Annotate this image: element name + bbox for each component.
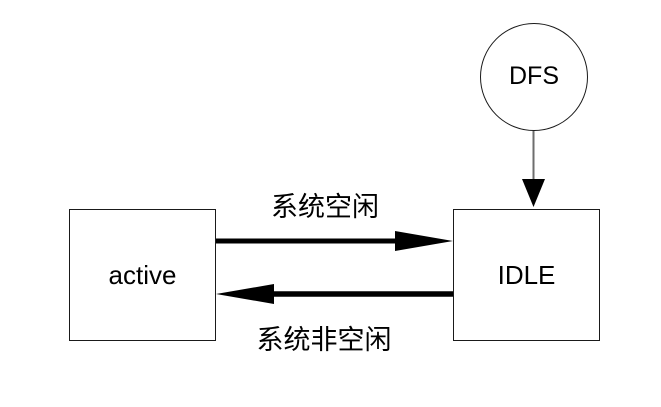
edge-dfs-to-idle-arrow bbox=[522, 131, 545, 207]
node-dfs-label: DFS bbox=[509, 62, 559, 91]
node-active: active bbox=[69, 209, 216, 341]
node-active-label: active bbox=[108, 259, 177, 290]
node-dfs: DFS bbox=[480, 23, 588, 131]
node-idle-label: IDLE bbox=[497, 259, 556, 290]
node-idle: IDLE bbox=[453, 209, 600, 341]
edge-label-system-not-idle: 系统非空闲 bbox=[256, 325, 392, 355]
edge-idle-to-active-arrow bbox=[216, 284, 453, 304]
edge-label-system-idle: 系统空闲 bbox=[271, 192, 379, 222]
edge-active-to-idle-arrow bbox=[216, 231, 453, 251]
